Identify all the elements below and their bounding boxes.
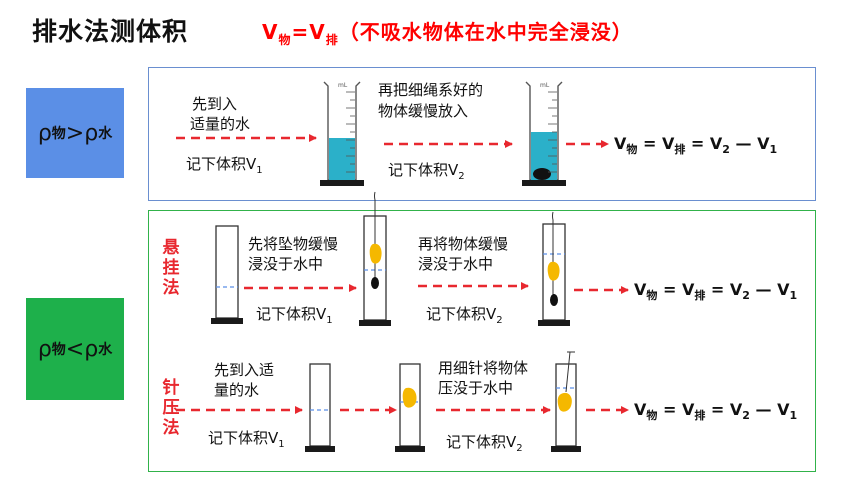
page-subtitle: V物=V排（不吸水物体在水中完全浸没） xyxy=(262,20,633,47)
hang-step2-line2: 浸没于水中 xyxy=(418,255,494,273)
hang-record2: 记下体积V2 xyxy=(426,305,503,326)
sinker-1 xyxy=(371,277,379,289)
top-panel-frame xyxy=(148,67,816,201)
needle-cylinder-1 xyxy=(305,363,335,452)
hang-method-label: 悬挂法 xyxy=(162,238,180,298)
needle-cylinder-2 xyxy=(395,363,425,452)
hang-step1-line2: 浸没于水中 xyxy=(248,255,324,273)
measuring-cylinder-1 xyxy=(320,81,364,186)
hang-cylinder-3 xyxy=(538,211,570,326)
top-step2-line2: 物体缓慢放入 xyxy=(378,102,469,120)
needle-step2-line2: 压没于水中 xyxy=(438,379,514,397)
needle-step2-line1: 用细针将物体 xyxy=(438,359,529,377)
top-step1-line2: 适量的水 xyxy=(190,115,251,133)
page-title: 排水法测体积 xyxy=(32,17,189,46)
submerged-object-2 xyxy=(547,261,560,281)
top-record1: 记下体积V1 xyxy=(186,155,263,176)
floating-object-3 xyxy=(402,387,417,408)
cylinder-1-unit: mL xyxy=(338,82,348,89)
hang-record1: 记下体积V1 xyxy=(256,305,333,326)
cylinder-2-unit: mL xyxy=(540,82,550,89)
hang-step2-line1: 再将物体缓慢 xyxy=(418,235,509,253)
top-step1-line1: 先到入 xyxy=(192,95,238,113)
needle-record1: 记下体积V1 xyxy=(208,429,285,450)
needle-step1-line2: 量的水 xyxy=(214,381,260,399)
hang-step1-line1: 先将坠物缓慢 xyxy=(248,235,339,253)
hang-cylinder-1 xyxy=(211,225,243,324)
needle-step1-line1: 先到入适 xyxy=(214,361,275,379)
needle-record2: 记下体积V2 xyxy=(446,433,523,454)
hang-formula: V物 = V排 = V2 — V1 xyxy=(634,280,798,303)
submerged-object-4 xyxy=(557,392,572,412)
water-column-1 xyxy=(329,138,355,180)
sinker-2 xyxy=(550,294,558,306)
needle-formula: V物 = V排 = V2 — V1 xyxy=(634,400,798,423)
bottom-panel-frame xyxy=(148,210,816,472)
top-formula: V物 = V排 = V2 — V1 xyxy=(614,134,778,157)
sunk-object xyxy=(533,168,551,180)
top-record2: 记下体积V2 xyxy=(388,161,465,182)
floating-object-1 xyxy=(369,243,382,264)
needle xyxy=(565,351,571,393)
top-step2-line1: 再把细绳系好的 xyxy=(378,81,484,99)
needle-method-label: 针压法 xyxy=(162,378,180,438)
measuring-cylinder-2 xyxy=(522,81,566,186)
needle-cylinder-3 xyxy=(551,351,581,452)
hang-cylinder-2 xyxy=(359,191,391,326)
